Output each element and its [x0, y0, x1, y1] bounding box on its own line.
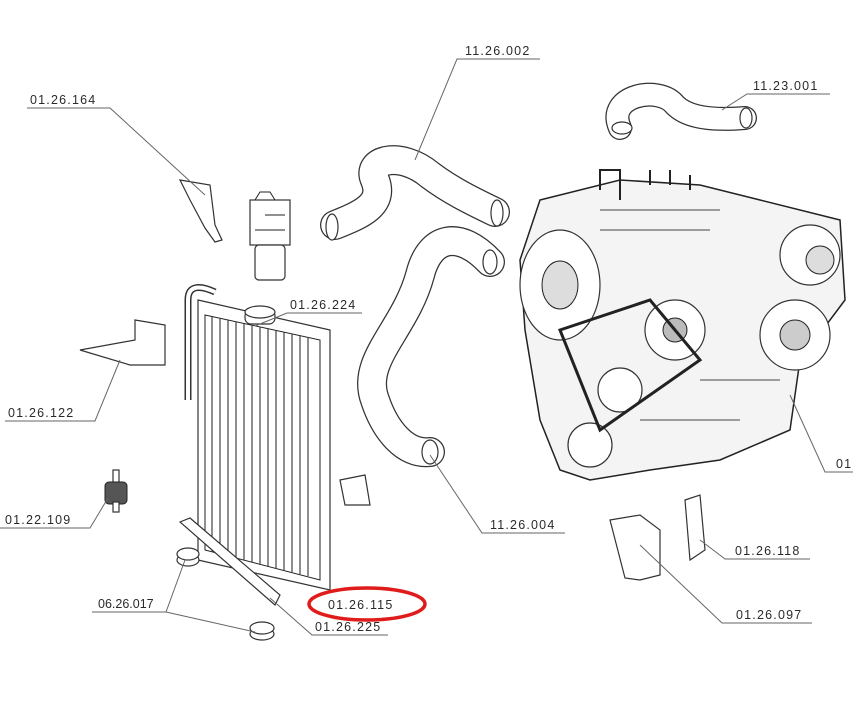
- label-11-26-004[interactable]: 11.26.004: [490, 518, 555, 532]
- label-01-26-225[interactable]: 01.26.225: [315, 620, 381, 634]
- label-11-23-001[interactable]: 11.23.001: [753, 79, 818, 93]
- lower-hose-part[interactable]: [357, 226, 505, 468]
- engine-part[interactable]: [519, 169, 846, 481]
- bottom-bracket-part[interactable]: [178, 517, 281, 606]
- label-01-26-224[interactable]: 01.26.224: [290, 298, 356, 312]
- label-01-22-109[interactable]: 01.22.109: [5, 513, 71, 527]
- label-06-26-017[interactable]: 06.26.017: [98, 597, 154, 611]
- upper-hose-part[interactable]: [320, 145, 510, 241]
- label-11-26-002[interactable]: 11.26.002: [465, 44, 530, 58]
- label-01-26-115[interactable]: 01.26.115: [328, 598, 393, 612]
- label-01-26-122[interactable]: 01.26.122: [8, 406, 74, 420]
- label-01-26-097[interactable]: 01.26.097: [736, 608, 802, 622]
- mount-stud-part[interactable]: [104, 469, 128, 513]
- highlight-ellipse: [307, 586, 427, 622]
- right-bracket-part[interactable]: [684, 494, 706, 562]
- filter-bracket-part[interactable]: [178, 179, 291, 281]
- radiator-part[interactable]: [184, 284, 331, 591]
- support-bracket-part[interactable]: [609, 514, 661, 581]
- label-01-26-118[interactable]: 01.26.118: [735, 544, 800, 558]
- left-bracket-part[interactable]: [79, 319, 166, 366]
- label-01-26-164[interactable]: 01.26.164: [30, 93, 96, 107]
- label-engine-cut[interactable]: 01: [836, 457, 852, 471]
- leader-lines: [0, 58, 853, 636]
- rubber-pad-part[interactable]: [176, 547, 275, 641]
- turbo-hose-part[interactable]: [605, 82, 757, 140]
- clip-part[interactable]: [339, 474, 371, 506]
